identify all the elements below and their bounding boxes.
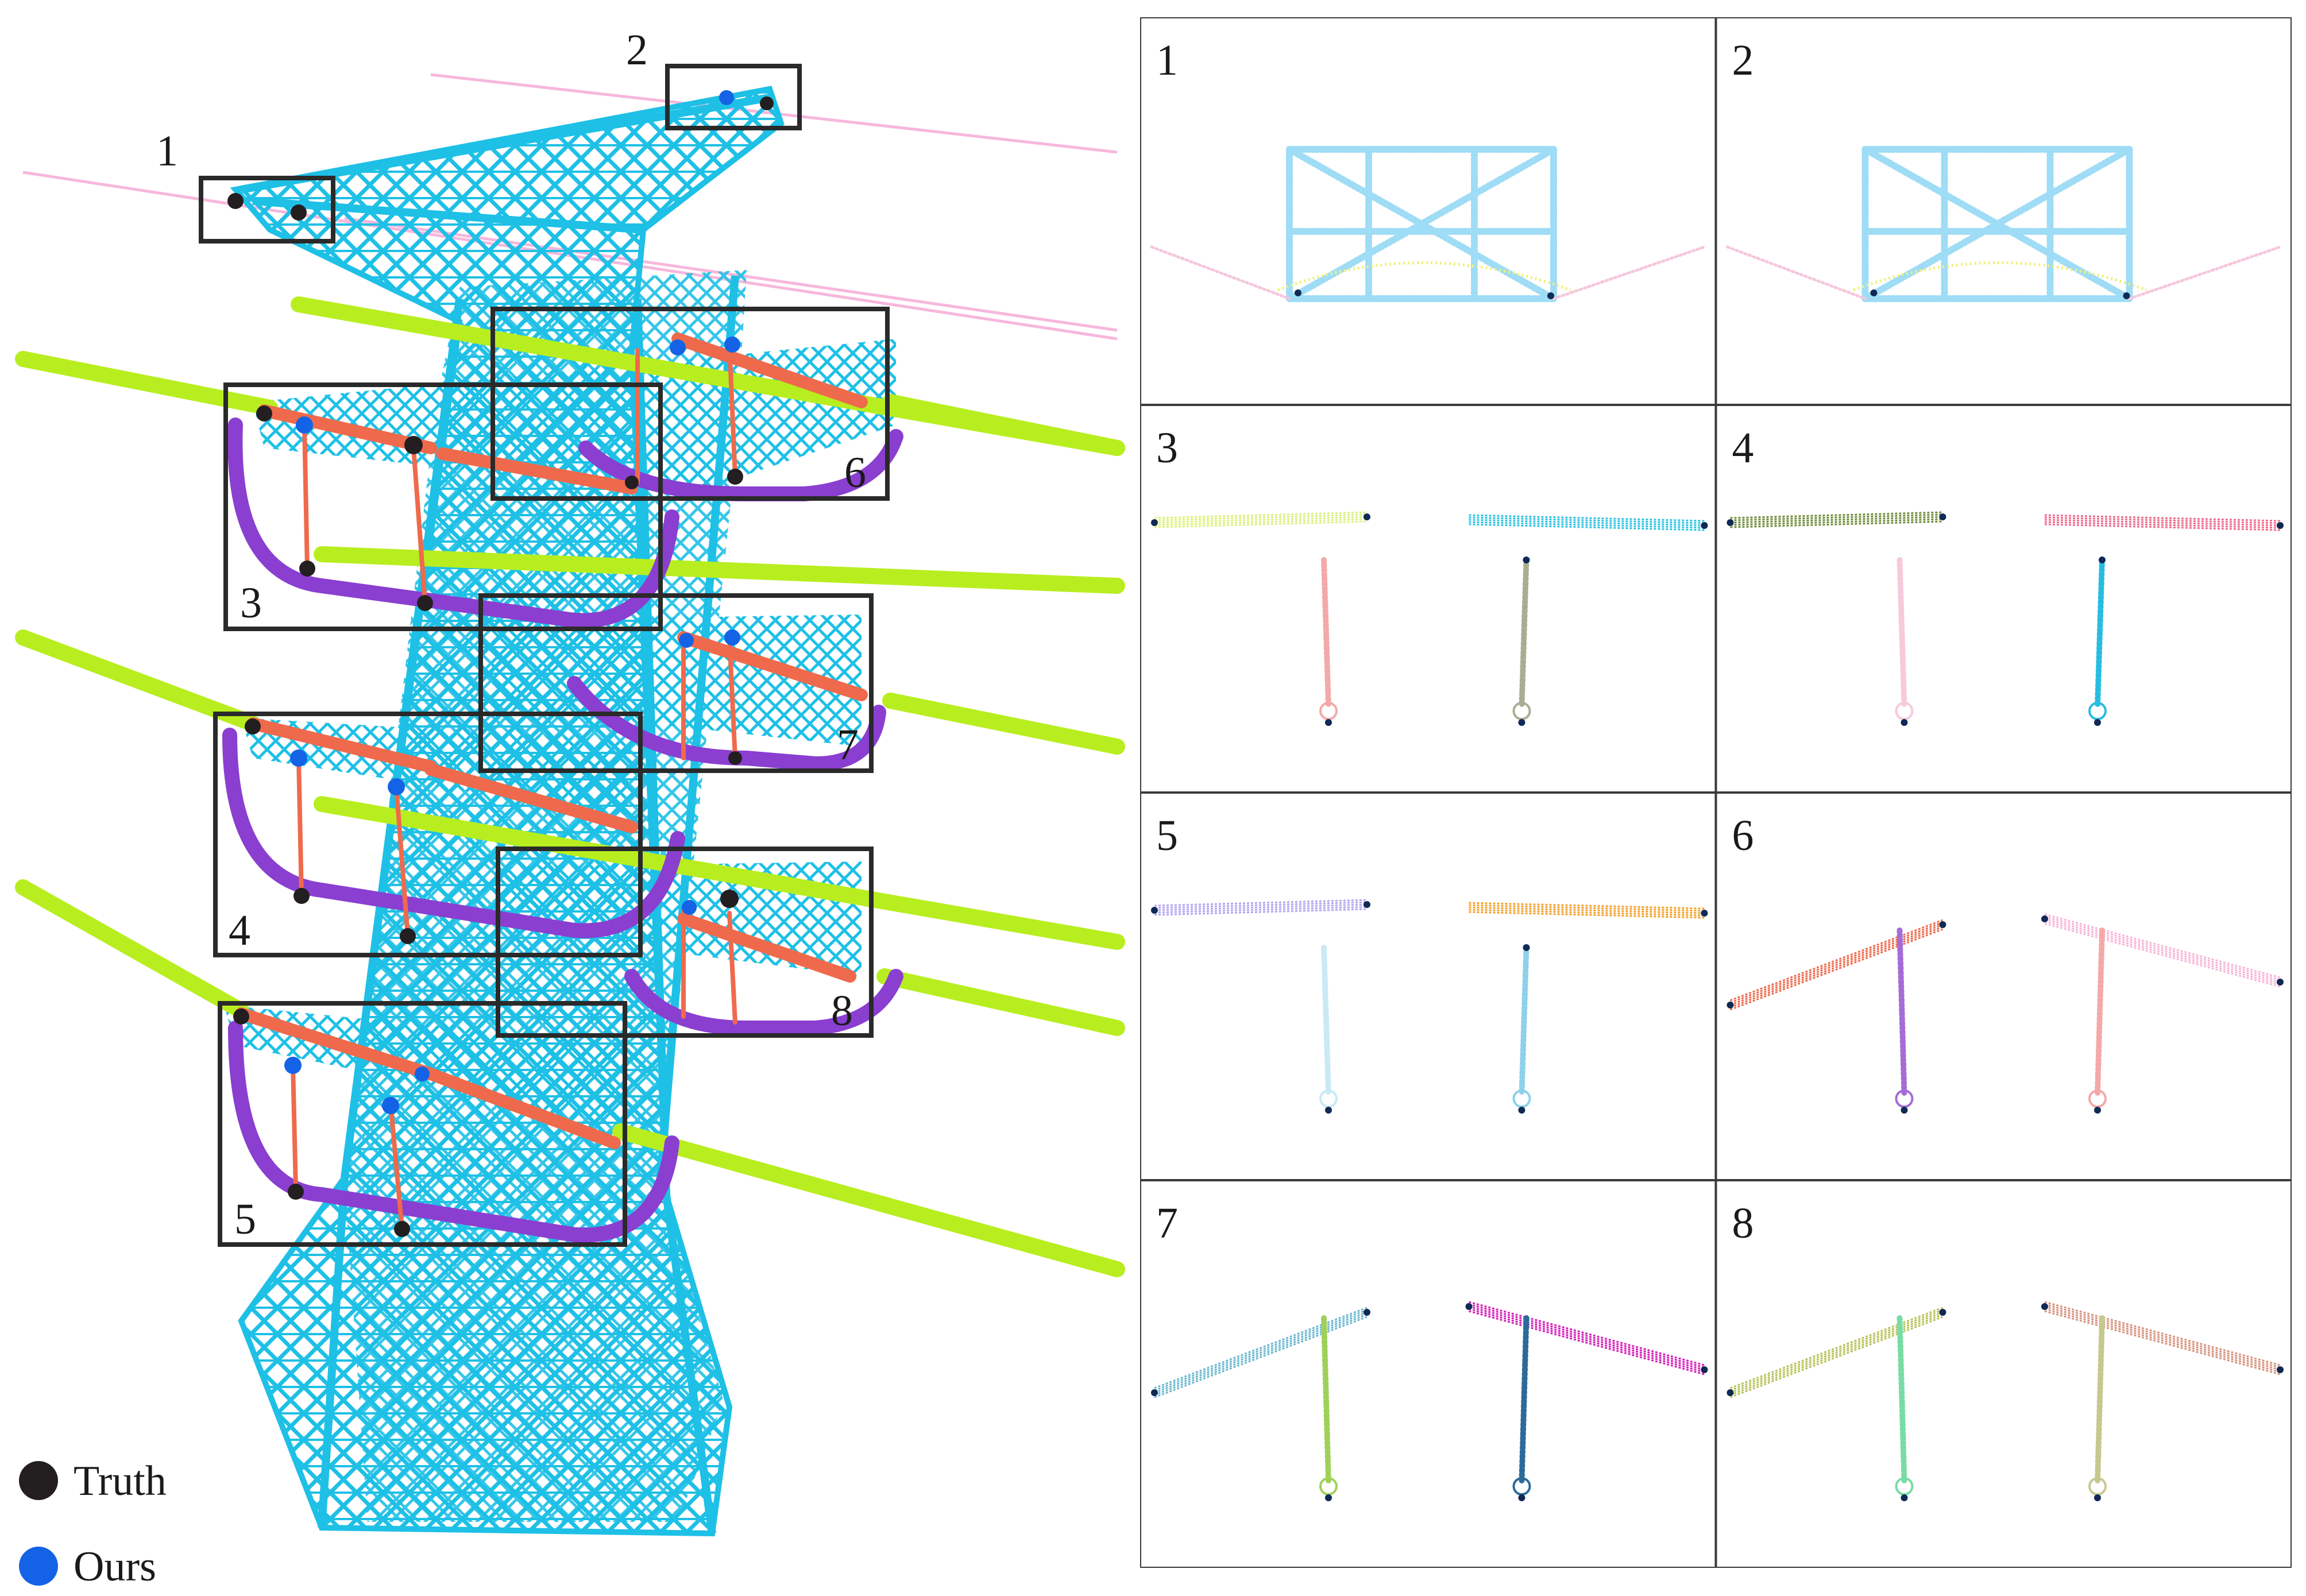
panel-5-strings [1154,899,1705,1108]
panel-1-frame [1286,146,1557,302]
panel-label-5: 5 [1156,811,1178,860]
panel-4-strings [1730,511,2281,720]
panel-label-7: 7 [1156,1199,1178,1247]
panel-label-3: 3 [1156,424,1178,472]
panel-3: 3 [1140,404,1717,794]
panel-5: 5 [1140,791,1717,1181]
box-7 [478,593,874,773]
keypoints-ours [284,90,740,1114]
legend-item-truth: Truth [19,1458,167,1505]
box-6 [490,307,890,501]
box-label-7: 7 [837,721,859,769]
panel-3-strings [1154,511,1705,720]
panel-8: 8 [1714,1179,2292,1568]
panel-8-strings [1729,1301,2281,1495]
box-labels: 1 2 3 4 5 6 7 8 [156,26,866,1243]
panel-2: 2 [1714,17,2292,406]
panel-1-wires [1150,245,1706,300]
detail-panel-grid: 1 2 3 4 5 6 7 8 [1140,17,2292,1568]
legend-item-ours: Ours [19,1543,156,1590]
box-label-3: 3 [240,579,262,627]
panel-2-frame [1861,146,2133,302]
insulators [235,333,868,1231]
keypoints-truth [227,96,774,1237]
box-8 [496,847,874,1038]
box-label-6: 6 [844,449,866,497]
panel-1: 1 [1140,17,1717,406]
panel-6-strings [1729,913,2281,1108]
box-label-2: 2 [626,26,648,74]
panel-7: 7 [1140,1179,1717,1568]
panel-7-strings [1154,1301,1705,1495]
svg-text:Truth: Truth [74,1458,167,1505]
highlight-boxes [199,64,890,1247]
box-3 [223,382,663,631]
panel-4: 4 [1714,404,2292,794]
box-5 [218,1001,627,1247]
panel-label-6: 6 [1732,811,1754,860]
tower-scene: 1 2 3 4 5 6 7 8 Truth Ours [15,26,1125,1590]
box-label-5: 5 [234,1195,256,1243]
box-label-8: 8 [831,987,853,1035]
box-label-1: 1 [156,127,178,175]
panel-label-1: 1 [1156,36,1178,84]
box-1 [199,176,335,244]
panel-label-8: 8 [1732,1199,1754,1247]
legend: Truth Ours [19,1458,167,1590]
panel-2-wires [1726,245,2282,300]
conductors [15,296,1125,1277]
panel-label-2: 2 [1732,36,1754,84]
panel-label-4: 4 [1732,424,1754,472]
svg-text:Ours: Ours [74,1543,156,1590]
box-2 [665,64,802,130]
panel-6: 6 [1714,791,2292,1181]
jumper-loops [222,418,903,1243]
box-label-4: 4 [229,906,250,954]
box-4 [213,712,643,957]
